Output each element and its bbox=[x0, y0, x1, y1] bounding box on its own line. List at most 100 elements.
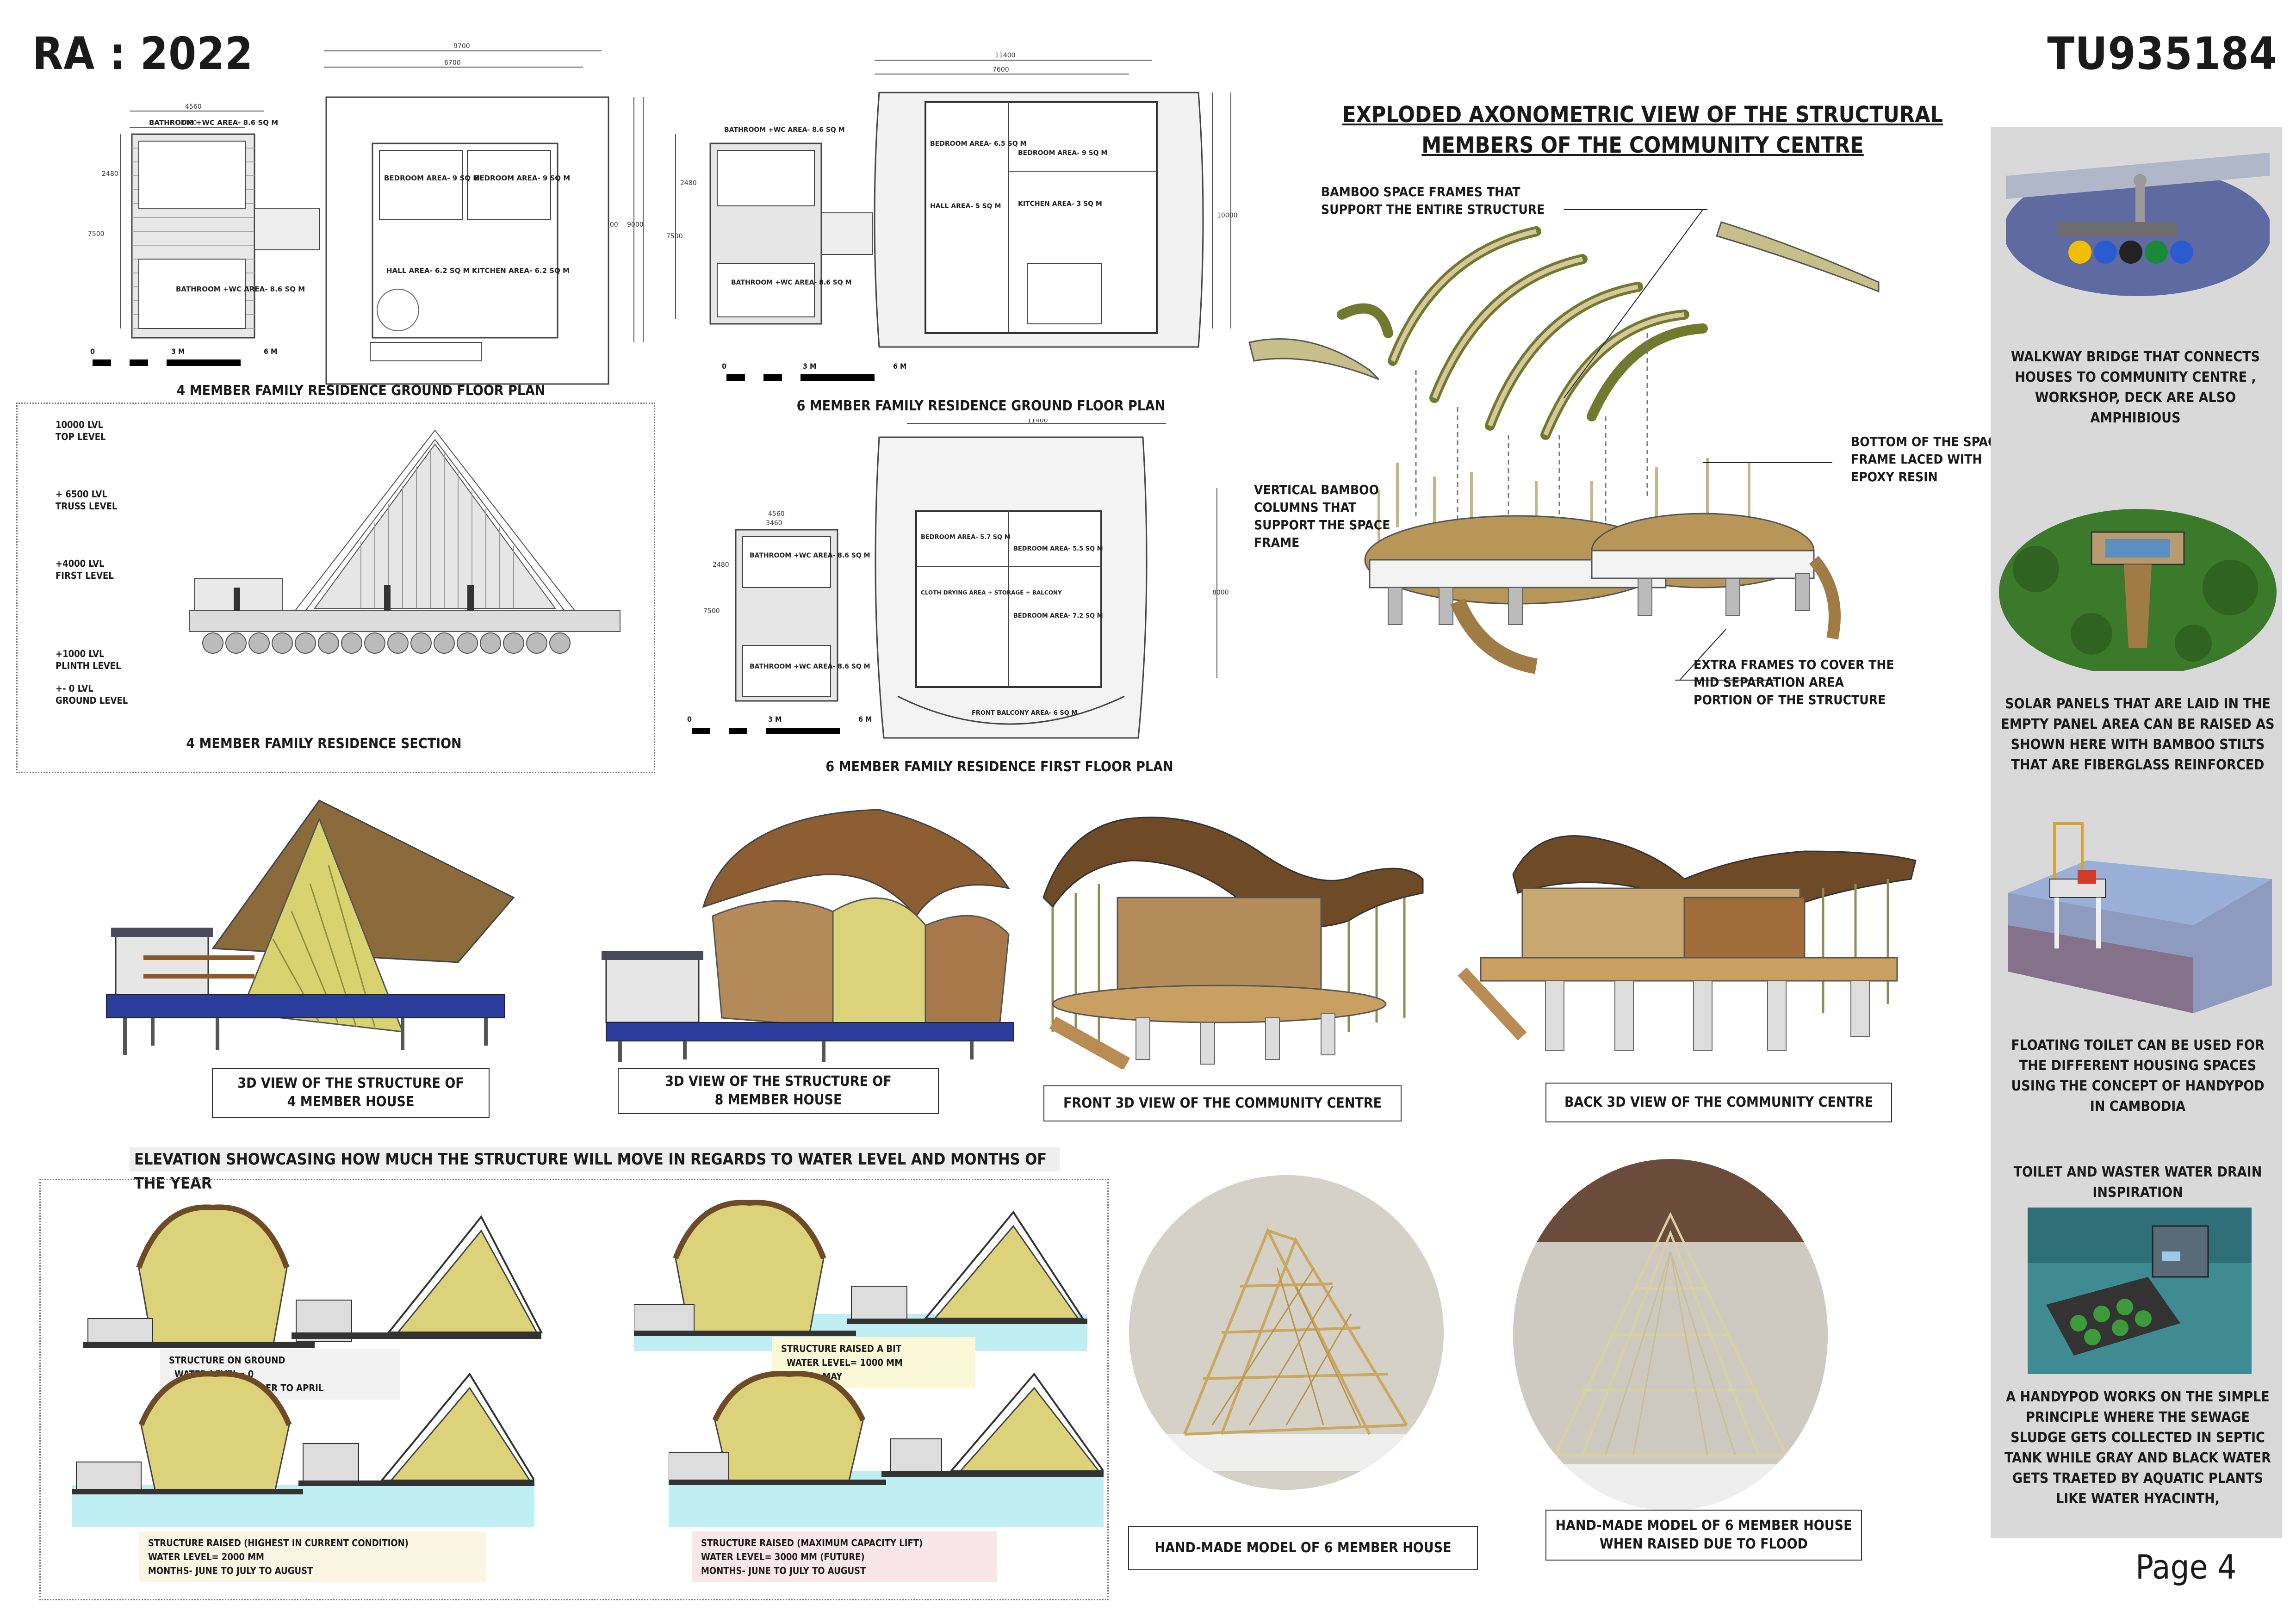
axon-title: EXPLODED AXONOMETRIC VIEW OF THE STRUCTU… bbox=[1342, 102, 1943, 158]
dim-text: 7500 bbox=[703, 607, 720, 615]
room-label: FRONT BALCONY AREA- 6 SQ M bbox=[972, 710, 1077, 717]
view-front-caption: FRONT 3D VIEW OF THE COMMUNITY CENTRE bbox=[1043, 1085, 1402, 1121]
scale-3m: 3 M bbox=[803, 362, 817, 371]
room-label: BATHROOM +WC AREA- 8.6 SQ M bbox=[750, 552, 870, 559]
elev-4-svg bbox=[668, 1371, 1105, 1527]
dim-text: 2480 bbox=[102, 170, 118, 178]
dim-text: 3460 bbox=[180, 119, 197, 127]
dim-text: 2480 bbox=[680, 180, 697, 187]
room-label: BEDROOM AREA- 9 SQ M bbox=[1018, 149, 1107, 157]
view-back-svg bbox=[1458, 835, 1917, 1051]
plan-4-drawing: 9700 6700 4560 3460 2480 7500 6000 9000 … bbox=[88, 43, 644, 385]
sidebar-image-handypod bbox=[2028, 1208, 2252, 1374]
room-label: BATHROOM +WC AREA- 8.6 SQ M bbox=[724, 126, 845, 134]
note-extra-frames: EXTRA FRAMES TO COVER THE MID SEPARATION… bbox=[1694, 657, 1894, 707]
axon-drawing bbox=[1240, 176, 1934, 745]
note-bamboo-columns: VERTICAL BAMBOO COLUMNS THAT SUPPORT THE… bbox=[1254, 482, 1390, 550]
dim-text: 3460 bbox=[766, 520, 782, 527]
sidebar-image-toilet bbox=[2008, 819, 2272, 1013]
dim-text: 7500 bbox=[88, 230, 105, 238]
model-photo-1 bbox=[1129, 1175, 1444, 1490]
section-caption: 4 MEMBER FAMILY RESIDENCE SECTION bbox=[186, 736, 462, 752]
dim-text: 6700 bbox=[444, 59, 461, 67]
scale-0: 0 bbox=[90, 347, 95, 356]
page-number: Page 4 bbox=[2135, 1548, 2237, 1586]
room-label: BATHROOM +WC AREA- 8.6 SQ M bbox=[176, 285, 305, 293]
room-label: KITCHEN AREA- 6.2 SQ M bbox=[472, 266, 570, 275]
view-4-svg bbox=[106, 799, 515, 1055]
scale-bar bbox=[692, 727, 840, 734]
state-highest: STRUCTURE RAISED (HIGHEST IN CURRENT CON… bbox=[139, 1531, 486, 1582]
sidebar-caption-solar: SOLAR PANELS THAT ARE LAID IN THE EMPTY … bbox=[2001, 696, 2275, 773]
note-space-frames: BAMBOO SPACE FRAMES THAT SUPPORT THE ENT… bbox=[1321, 184, 1545, 217]
sidebar-image-solar bbox=[1999, 495, 2277, 671]
dim-text: 7600 bbox=[993, 66, 1009, 74]
room-label: CLOTH DRYING AREA + STORAGE + BALCONY bbox=[921, 589, 1062, 596]
project-title: RA : 2022 bbox=[32, 28, 254, 80]
room-label: KITCHEN AREA- 3 SQ M bbox=[1018, 200, 1102, 208]
elevation-title: ELEVATION SHOWCASING HOW MUCH THE STRUCT… bbox=[130, 1147, 1060, 1193]
state-max: STRUCTURE RAISED (MAXIMUM CAPACITY LIFT)… bbox=[692, 1531, 997, 1582]
dim-text: 10000 bbox=[1217, 212, 1238, 219]
room-label: BATHROOM +WC AREA- 8.6 SQ M bbox=[731, 279, 852, 286]
room-label: HALL AREA- 6.2 SQ M bbox=[386, 266, 470, 275]
sidebar-caption-walkway: WALKWAY BRIDGE THAT CONNECTS HOUSES TO C… bbox=[2011, 349, 2260, 426]
elevation-ground bbox=[74, 1194, 546, 1351]
dim-text: 2480 bbox=[713, 561, 729, 569]
plan-4-caption: 4 MEMBER FAMILY RESIDENCE GROUND FLOOR P… bbox=[176, 383, 546, 399]
room-label: BEDROOM AREA- 9 SQ M bbox=[384, 174, 480, 182]
plan-6-first-drawing: 11400 7600 4560 3460 2480 7500 8000 BATH… bbox=[703, 417, 1229, 739]
room-label: BEDROOM AREA- 6.5 SQ M bbox=[930, 140, 1026, 148]
dim-text: 4560 bbox=[768, 510, 785, 518]
scale-6m: 6 M bbox=[858, 715, 872, 724]
plan-6-ground-caption: 6 MEMBER FAMILY RESIDENCE GROUND FLOOR P… bbox=[796, 398, 1166, 414]
scale-3m: 3 M bbox=[768, 715, 782, 724]
plan-4-member-ground: 9700 6700 4560 3460 2480 7500 6000 9000 … bbox=[83, 42, 657, 403]
scale-bar bbox=[93, 359, 241, 366]
plan-6-member-ground: 11400 7600 2480 7500 8000 10000 BATHROOM… bbox=[666, 51, 1249, 384]
section-drawing bbox=[153, 426, 639, 703]
view-8-svg bbox=[602, 809, 1014, 1062]
scale-bar bbox=[726, 374, 875, 381]
solar-svg bbox=[1999, 495, 2277, 671]
dim-text: 11400 bbox=[1027, 419, 1048, 424]
dim-text: 7500 bbox=[666, 233, 683, 240]
note-epoxy: BOTTOM OF THE SPACE FRAME LACED WITH EPO… bbox=[1851, 434, 2004, 484]
room-label: BEDROOM AREA- 5.5 SQ M bbox=[1013, 545, 1103, 552]
scale-6m: 6 M bbox=[893, 362, 907, 371]
sidebar-image-walkway bbox=[2006, 143, 2270, 319]
handypod-svg bbox=[2028, 1208, 2252, 1374]
room-label: BATHROOM +WC AREA- 8.6 SQ M bbox=[149, 118, 278, 127]
model-2-svg bbox=[1513, 1159, 1828, 1511]
section-frame bbox=[16, 403, 655, 773]
room-label: BATHROOM +WC AREA- 8.6 SQ M bbox=[750, 663, 870, 670]
elevation-raised-bit bbox=[633, 1194, 1087, 1351]
elev-2-svg bbox=[633, 1200, 1087, 1351]
elev-3-svg bbox=[72, 1371, 536, 1527]
plan-6-first-caption: 6 MEMBER FAMILY RESIDENCE FIRST FLOOR PL… bbox=[825, 759, 1173, 775]
view-community-back bbox=[1453, 819, 1920, 1059]
elev-1-svg bbox=[83, 1204, 543, 1348]
plan-6-member-first: 11400 7600 4560 3460 2480 7500 8000 BATH… bbox=[676, 417, 1249, 756]
elevation-frame bbox=[39, 1179, 1109, 1600]
sidebar-caption-drain: TOILET AND WASTER WATER DRAIN INSPIRATIO… bbox=[2013, 1164, 2262, 1201]
toilet-svg bbox=[2008, 822, 2272, 1013]
model-1-caption: HAND-MADE MODEL OF 6 MEMBER HOUSE bbox=[1128, 1526, 1478, 1570]
room-label: BEDROOM AREA- 5.7 SQ M bbox=[921, 534, 1011, 541]
axon-svg bbox=[1248, 209, 1880, 681]
model-1-svg bbox=[1129, 1175, 1444, 1490]
student-id: TU935184 bbox=[2047, 28, 2277, 80]
room-label: BEDROOM AREA- 7.2 SQ M bbox=[1013, 613, 1103, 619]
model-photo-2 bbox=[1513, 1159, 1828, 1511]
dim-text: 9700 bbox=[453, 43, 470, 50]
elevation-highest bbox=[72, 1369, 536, 1527]
dim-text: 11400 bbox=[995, 52, 1016, 59]
dim-text: 4560 bbox=[185, 103, 202, 111]
room-label: BEDROOM AREA- 9 SQ M bbox=[474, 174, 570, 182]
view-back-caption: BACK 3D VIEW OF THE COMMUNITY CENTRE bbox=[1545, 1083, 1892, 1122]
